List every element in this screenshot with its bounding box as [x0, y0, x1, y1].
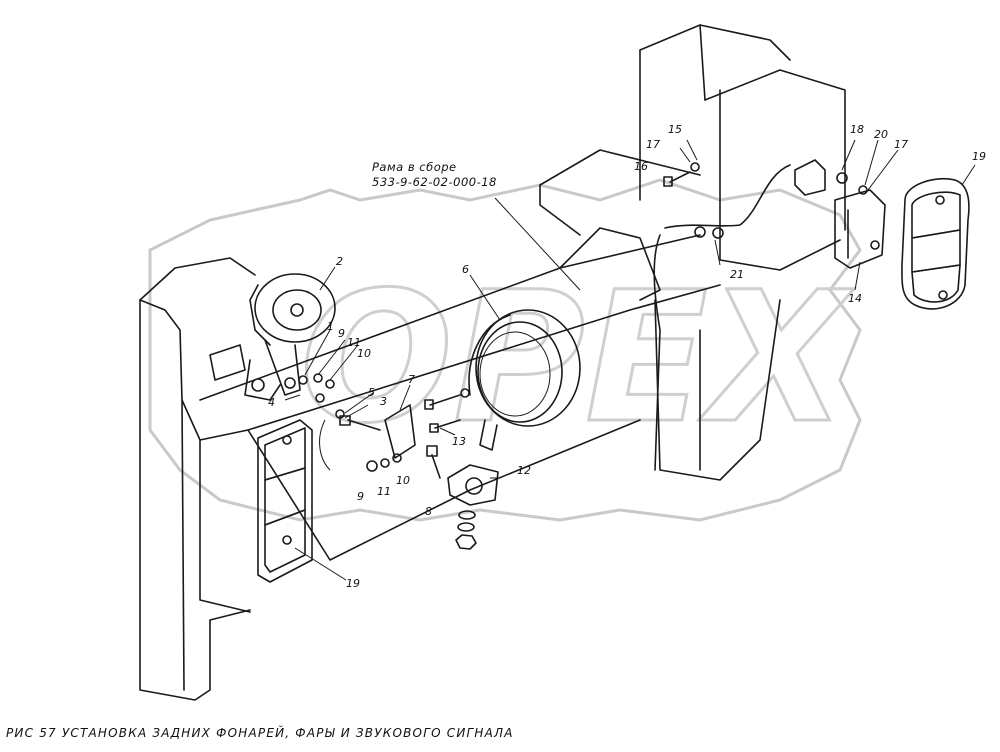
callout-11-top: 11: [347, 336, 361, 349]
headlamp: [460, 309, 581, 451]
right-support-column: [639, 24, 846, 481]
callout-9-bottom: 9: [357, 490, 364, 503]
callout-3: 3: [380, 395, 387, 408]
frame-note-title: Рама в сборе: [372, 160, 457, 174]
callout-7: 7: [408, 373, 415, 386]
frame-note-part-number: 533-9-62-02-000-18: [372, 175, 497, 189]
callout-6: 6: [462, 263, 469, 276]
left-tail-lamp: [257, 419, 313, 583]
callout-20: 20: [874, 128, 888, 141]
callout-10-top: 10: [357, 347, 371, 360]
callout-15: 15: [668, 123, 682, 136]
connector-block: [663, 159, 868, 196]
callout-12: 12: [517, 464, 531, 477]
wiring-harness: [653, 164, 791, 471]
callout-17-right: 17: [894, 138, 908, 151]
callout-9-top: 9: [338, 327, 345, 340]
callout-21: 21: [730, 268, 744, 281]
callout-19-left: 19: [346, 577, 360, 590]
callouts: 2 1 9 11 10 4 5 3 7 13 9 11 10 8 12 6 15…: [268, 123, 986, 590]
frame-note: Рама в сборе 533-9-62-02-000-18: [372, 160, 497, 189]
callout-13: 13: [452, 435, 466, 448]
headlamp-mount: [447, 464, 499, 550]
callout-10-bottom: 10: [396, 474, 410, 487]
callout-5: 5: [368, 386, 375, 399]
figure-caption: РИС 57 УСТАНОВКА ЗАДНИХ ФОНАРЕЙ, ФАРЫ И …: [6, 726, 514, 740]
callout-19-right: 19: [972, 150, 986, 163]
callout-4: 4: [268, 396, 275, 409]
horn: [249, 273, 336, 396]
callout-18: 18: [850, 123, 864, 136]
leader-lines: [284, 139, 976, 581]
callout-8: 8: [425, 505, 432, 518]
lamp-bracket: [319, 394, 461, 479]
left-frame-block: [139, 257, 256, 701]
callout-11-bottom: 11: [377, 485, 391, 498]
right-lamp-bracket: [834, 189, 886, 269]
callout-2: 2: [336, 255, 343, 268]
callout-16: 16: [634, 160, 648, 173]
callout-1: 1: [327, 320, 334, 333]
callout-14: 14: [848, 292, 862, 305]
right-tail-lamp: [901, 177, 970, 310]
callout-17-left: 17: [646, 138, 660, 151]
